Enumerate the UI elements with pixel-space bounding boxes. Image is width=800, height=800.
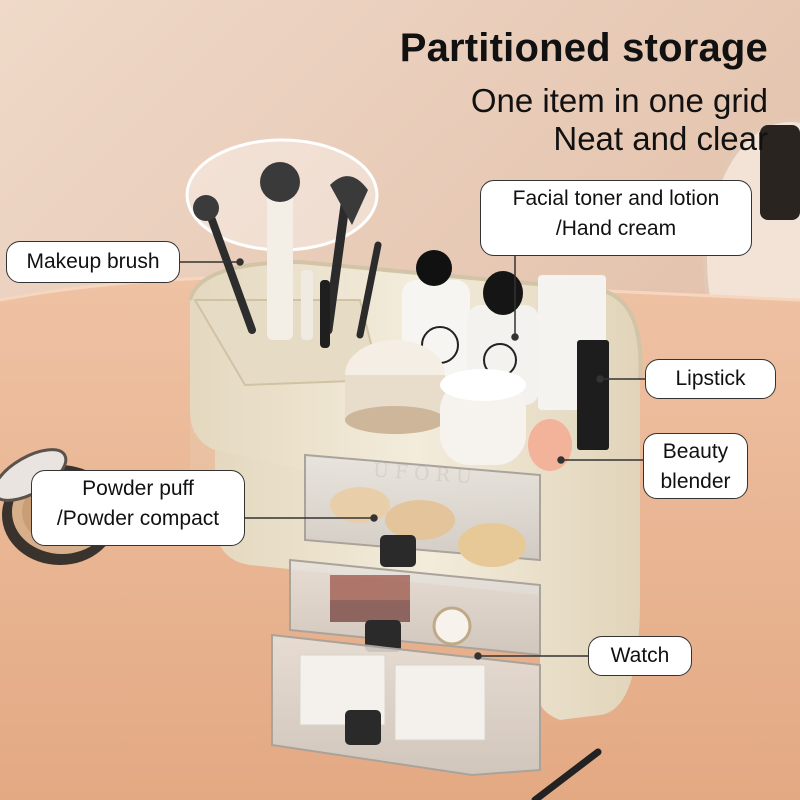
callout-powder-puff-line-2: /Powder compact	[56, 507, 220, 530]
callout-watch: Watch	[588, 636, 692, 676]
callout-lipstick-label: Lipstick	[675, 367, 746, 390]
callout-beauty-blender-line-1: Beauty	[662, 440, 729, 463]
callout-facial-toner-line-2: /Hand cream	[555, 217, 677, 240]
headline-subtitle-2: Neat and clear	[553, 120, 768, 157]
headline-title: Partitioned storage	[399, 26, 768, 70]
callout-powder-puff-line-1: Powder puff	[82, 477, 194, 500]
callout-facial-toner: Facial toner and lotion /Hand cream	[480, 180, 752, 256]
callout-facial-toner-line-1: Facial toner and lotion	[512, 187, 720, 210]
callout-watch-label: Watch	[610, 644, 670, 667]
callout-makeup-brush-label: Makeup brush	[26, 250, 160, 273]
callout-beauty-blender: Beauty blender	[643, 433, 748, 499]
callout-beauty-blender-line-2: blender	[660, 470, 731, 493]
headline-subtitle-1: One item in one grid	[470, 82, 768, 119]
callout-makeup-brush: Makeup brush	[6, 241, 180, 283]
callout-lipstick: Lipstick	[645, 359, 776, 399]
callout-powder-puff: Powder puff /Powder compact	[31, 470, 245, 546]
